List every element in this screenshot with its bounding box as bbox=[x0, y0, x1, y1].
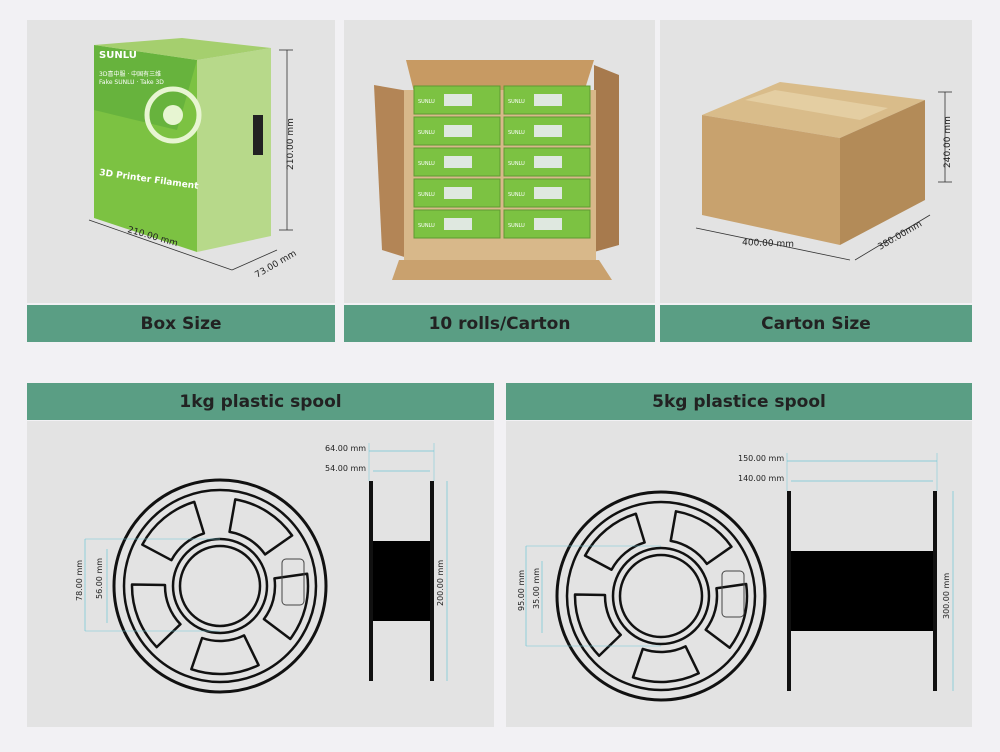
spool1-panel: 78.00 mm 56.00 mm 64.00 mm 54.00 mm 200.… bbox=[27, 421, 494, 727]
filament-box-label: SUNLU bbox=[508, 99, 525, 105]
carton-width-dim: 380.00mm bbox=[877, 219, 924, 252]
filament-boxes-grid: SUNLU SUNLU SUNLU SUNLU SUNLU SUNLU SUNLU SUNLU… bbox=[413, 85, 591, 239]
spool1-diameter-dim: 200.00 mm bbox=[436, 560, 445, 606]
spool5-hub-inner-dim: 35.00 mm bbox=[532, 568, 541, 609]
filament-box-label: SUNLU bbox=[418, 130, 435, 136]
spool1-caption-bar: 1kg plastic spool bbox=[27, 383, 494, 420]
filament-box-window bbox=[444, 156, 472, 168]
spool1-caption: 1kg plastic spool bbox=[179, 391, 342, 412]
spool-window bbox=[704, 582, 749, 650]
spool5-inner-width-dim: 140.00 mm bbox=[738, 474, 784, 483]
carton-contents-caption: 10 rolls/Carton bbox=[428, 313, 571, 334]
spool5-hub-outer-dim: 95.00 mm bbox=[517, 570, 526, 611]
box-depth-dim: 73.00 mm bbox=[254, 249, 299, 281]
filament-box-label: SUNLU bbox=[508, 192, 525, 198]
spool5-drawing: 95.00 mm 35.00 mm 150.00 mm 140.00 mm 30… bbox=[517, 453, 954, 702]
spool5-caption: 5kg plastice spool bbox=[652, 391, 826, 412]
spool-window bbox=[190, 634, 260, 676]
filament-box-window bbox=[444, 94, 472, 106]
open-carton-illustration: SUNLU SUNLU SUNLU SUNLU SUNLU SUNLU SUNLU SUNLU… bbox=[374, 60, 619, 280]
spool-window bbox=[141, 500, 206, 562]
spool-window bbox=[583, 512, 646, 571]
filament-box-window bbox=[534, 156, 562, 168]
carton-size-panel: 240.00 mm 400.00 mm 380.00mm bbox=[660, 20, 972, 303]
spool-window bbox=[262, 572, 310, 641]
filament-box-label: SUNLU bbox=[508, 130, 525, 136]
filament-box-illustration: SUNLU 3D喜中服 · 中国有三维 Fake SUNLU · Take 3D… bbox=[88, 38, 299, 281]
filament-box-window bbox=[534, 94, 562, 106]
filament-box-label: SUNLU bbox=[508, 223, 525, 229]
spool1-drawing: 78.00 mm 56.00 mm 64.00 mm 54.00 mm 200.… bbox=[75, 443, 448, 694]
filament-box-window bbox=[534, 218, 562, 230]
carton-length-dim: 400.00 mm bbox=[742, 238, 794, 250]
filament-box-window bbox=[444, 218, 472, 230]
spool-window bbox=[228, 498, 294, 556]
spool5-diameter-dim: 300.00 mm bbox=[942, 573, 951, 619]
spool1-outer-width-dim: 64.00 mm bbox=[325, 444, 366, 453]
spool1-hub-inner-dim: 56.00 mm bbox=[95, 558, 104, 599]
carton-size-caption: Carton Size bbox=[761, 313, 871, 334]
closed-carton-illustration: 240.00 mm 400.00 mm 380.00mm bbox=[695, 82, 953, 261]
spool1-hub-outer-dim: 78.00 mm bbox=[75, 560, 84, 601]
spool-window bbox=[130, 583, 182, 649]
filament-box-label: SUNLU bbox=[418, 192, 435, 198]
filament-box-label: SUNLU bbox=[508, 161, 525, 167]
spool-window bbox=[573, 593, 622, 657]
spool5-panel: 95.00 mm 35.00 mm 150.00 mm 140.00 mm 30… bbox=[506, 421, 972, 727]
filament-box-window bbox=[534, 125, 562, 137]
carton-contents-caption-bar: 10 rolls/Carton bbox=[344, 305, 655, 342]
filament-box-window bbox=[444, 125, 472, 137]
carton-size-caption-bar: Carton Size bbox=[660, 305, 972, 342]
box-line1: 3D喜中服 · 中国有三维 bbox=[99, 70, 161, 78]
box-line2: Fake SUNLU · Take 3D bbox=[99, 79, 164, 86]
filament-box-window bbox=[444, 187, 472, 199]
box-brand: SUNLU bbox=[99, 50, 137, 61]
spool1-inner-width-dim: 54.00 mm bbox=[325, 464, 366, 473]
spool5-outer-width-dim: 150.00 mm bbox=[738, 454, 784, 463]
filament-box-label: SUNLU bbox=[418, 99, 435, 105]
box-height-dim: 210.00 mm bbox=[286, 118, 296, 170]
filament-box-window bbox=[534, 187, 562, 199]
spool-window bbox=[669, 510, 733, 566]
box-size-caption-bar: Box Size bbox=[27, 305, 335, 342]
spool-window bbox=[631, 645, 700, 684]
filament-box-label: SUNLU bbox=[418, 161, 435, 167]
box-size-panel: SUNLU 3D喜中服 · 中国有三维 Fake SUNLU · Take 3D… bbox=[27, 20, 335, 303]
carton-contents-panel: SUNLU SUNLU SUNLU SUNLU SUNLU SUNLU SUNLU SUNLU… bbox=[344, 20, 655, 303]
carton-height-dim: 240.00 mm bbox=[943, 116, 953, 168]
filament-box-label: SUNLU bbox=[418, 223, 435, 229]
box-size-caption: Box Size bbox=[140, 313, 222, 334]
spool5-caption-bar: 5kg plastice spool bbox=[506, 383, 972, 420]
